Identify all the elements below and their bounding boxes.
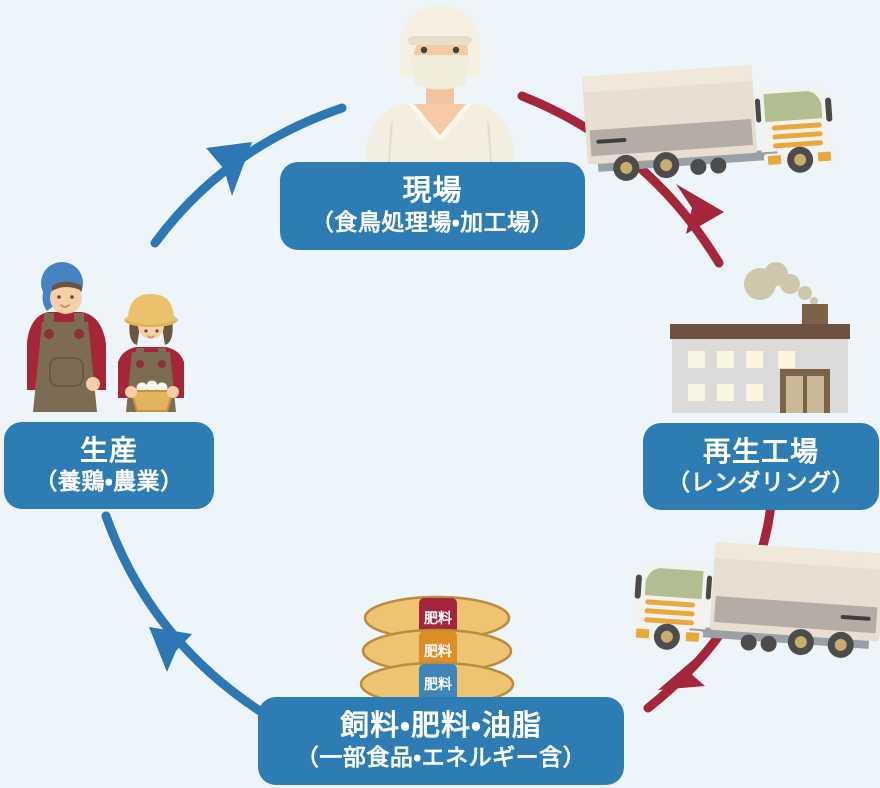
- arrow-products-to-production: [101, 511, 268, 718]
- egg-basket-icon: [125, 380, 179, 412]
- farmer-a-hand: [86, 377, 100, 391]
- fertilizer-bags-icon: 肥料 肥料 肥料: [359, 595, 515, 707]
- factory-roof: [670, 324, 850, 339]
- worker-chest: [412, 104, 468, 138]
- arrowhead-blue-top: [206, 142, 252, 196]
- bag-label: 肥料: [424, 676, 452, 692]
- node-production-title: 生産: [79, 434, 138, 466]
- node-rendering-title: 再生工場: [702, 435, 819, 467]
- node-site-title: 現場: [402, 174, 463, 207]
- fertilizer-bag-top: 肥料: [363, 595, 511, 641]
- bag-label: 肥料: [424, 610, 452, 626]
- node-products: 飼料・肥料・油脂 （一部食品・エネルギー含）: [258, 697, 624, 785]
- node-production: 生産 （養鶏・農業）: [4, 422, 214, 509]
- node-products-subtitle: （一部食品・エネルギー含）: [295, 744, 587, 771]
- smoke-icon: [744, 262, 818, 305]
- worker-cap-icon: [400, 6, 480, 78]
- farmer-b-hat-icon: [128, 294, 174, 320]
- node-rendering: 再生工場 （レンダリング）: [643, 423, 879, 510]
- delivery-truck-right-icon: [581, 59, 836, 188]
- arrowhead-red-bottom: [658, 653, 705, 690]
- fertilizer-bag-bottom: 肥料: [359, 661, 515, 707]
- factory-door: [780, 369, 830, 413]
- worker-mask-icon: [410, 55, 470, 90]
- bag-label: 肥料: [424, 643, 452, 659]
- node-site: 現場 （食鳥処理場・加工場）: [280, 162, 585, 250]
- arrow-production-to-site: [150, 103, 347, 248]
- factory-worker-icon: [366, 6, 514, 163]
- node-production-subtitle: （養鶏・農業）: [34, 468, 184, 495]
- delivery-truck-left-icon: [631, 536, 880, 665]
- node-products-title: 飼料・肥料・油脂: [340, 709, 542, 742]
- farmer-a-face: [50, 282, 82, 314]
- node-rendering-subtitle: （レンダリング）: [667, 469, 855, 496]
- node-site-subtitle: （食鳥処理場・加工場）: [310, 209, 555, 236]
- farmers-icon: [27, 262, 184, 412]
- factory-windows: [688, 351, 795, 401]
- arrowhead-red-top: [676, 184, 724, 234]
- rendering-factory-icon: [670, 262, 850, 413]
- arrowhead-blue-bottom: [149, 627, 192, 672]
